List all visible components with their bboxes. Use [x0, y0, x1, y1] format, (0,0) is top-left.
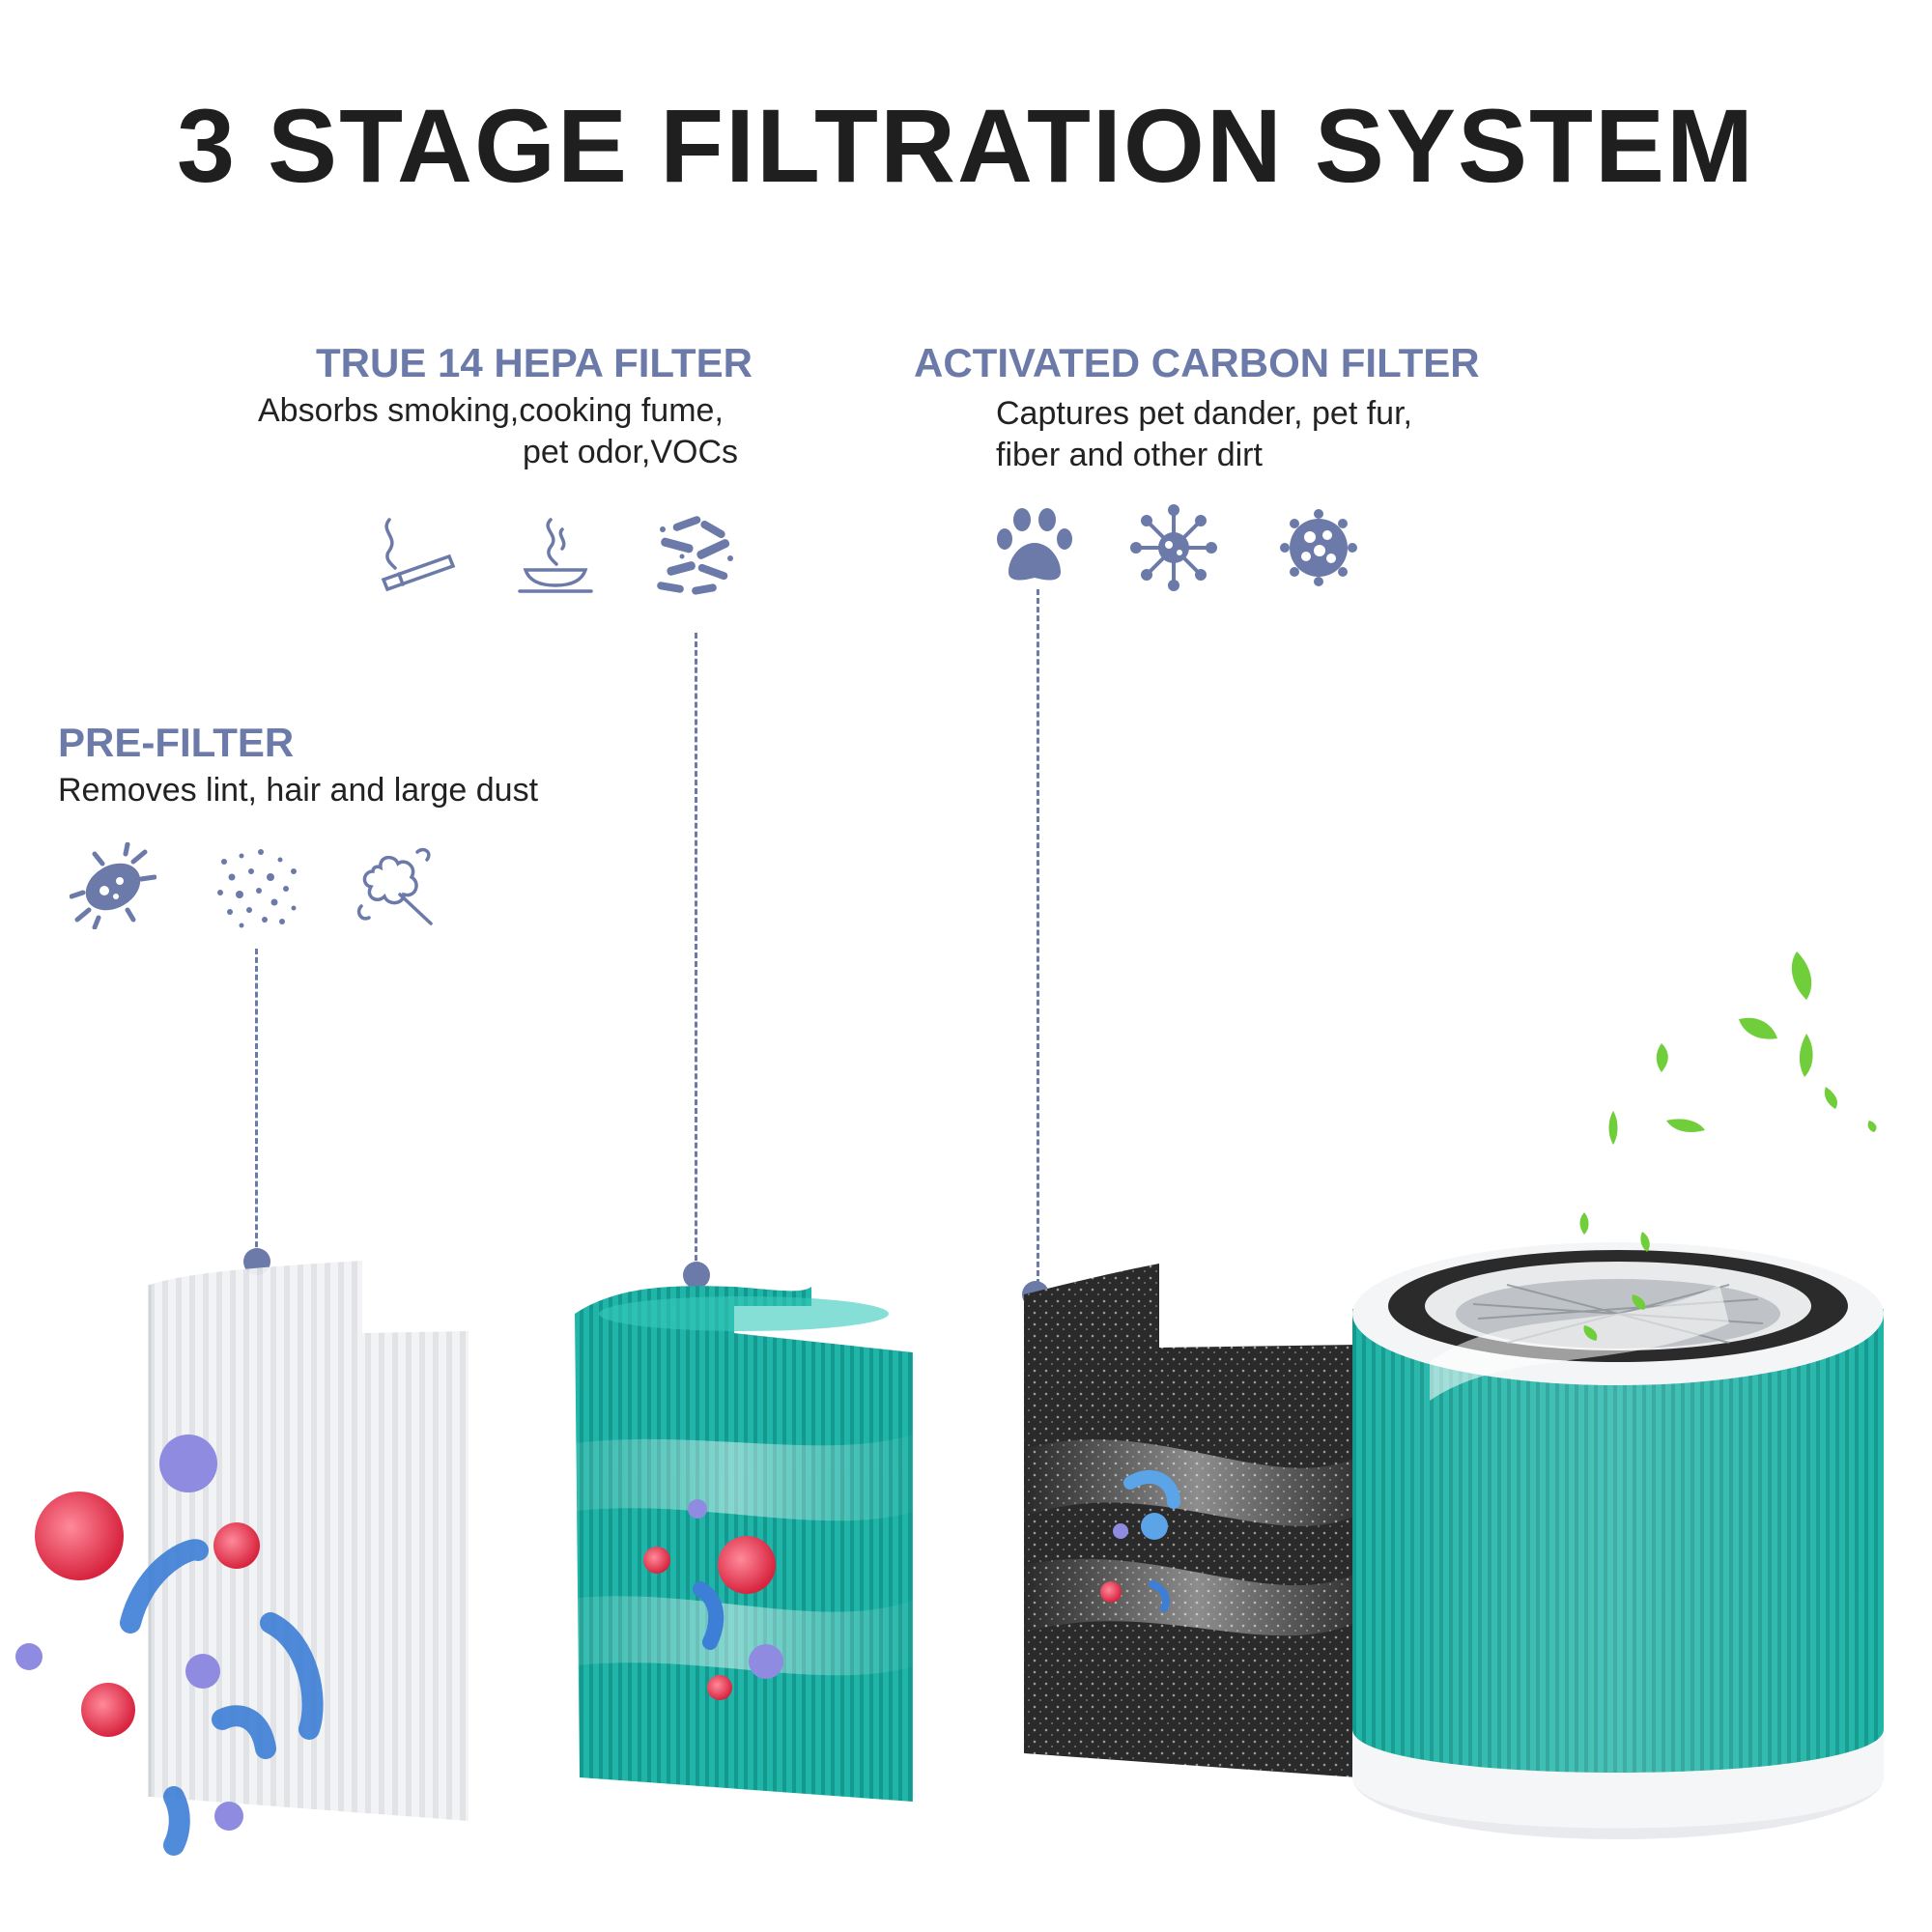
- prefilter-sheet: [148, 1261, 469, 1821]
- hepa-description-line-2: pet odor,VOCs: [523, 434, 739, 470]
- virus-icon: [1130, 504, 1217, 591]
- germs-carbon: [1100, 1470, 1180, 1612]
- hot-food-steam-icon: [518, 518, 593, 593]
- germs-hepa: [643, 1499, 783, 1700]
- carbon-description-line-2: fiber and other dirt: [996, 437, 1263, 473]
- carbon-heading: ACTIVATED CARBON FILTER: [914, 340, 1480, 385]
- assembled-filter: [1352, 1242, 1884, 1839]
- paw-icon: [997, 508, 1072, 581]
- cigarette-icon: [381, 518, 456, 592]
- hepa-leader-dot: [683, 1262, 710, 1289]
- prefilter-description: Removes lint, hair and large dust: [58, 772, 539, 809]
- hair-lint-icon: [356, 847, 433, 925]
- carbon-sheet: [1024, 1264, 1357, 1777]
- bacteria-icon: [70, 842, 156, 929]
- voc-molecules-icon: [657, 516, 733, 595]
- carbon-leader-line: [1037, 589, 1039, 1285]
- leaves: [1579, 952, 1877, 1341]
- hepa-leader-line: [695, 633, 697, 1278]
- hepa-description-line-1: Absorbs smoking,cooking fume,: [258, 392, 724, 429]
- prefilter-leader-line: [255, 949, 258, 1256]
- dust-ball-icon: [1280, 509, 1357, 586]
- hepa-heading: TRUE 14 HEPA FILTER: [316, 340, 753, 385]
- carbon-description-line-1: Captures pet dander, pet fur,: [996, 395, 1412, 432]
- dust-particles-icon: [217, 849, 297, 928]
- germs-prefilter: [15, 1435, 324, 1856]
- prefilter-heading: PRE-FILTER: [58, 720, 295, 765]
- page-title: 3 STAGE FILTRATION SYSTEM: [176, 87, 1756, 204]
